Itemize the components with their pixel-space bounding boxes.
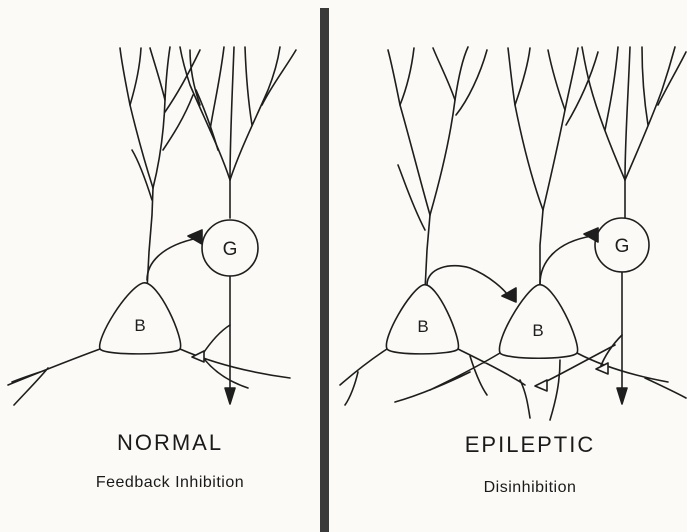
b-to-g-axon-collateral <box>147 238 198 280</box>
b1-to-b2-axon-collateral <box>427 266 510 298</box>
inhibitory-synapse-right-2 <box>535 380 547 391</box>
label-g-right: G <box>615 236 630 257</box>
axon-arrowhead-right <box>617 388 627 404</box>
epileptic-panel-drawing <box>340 47 686 420</box>
panel-divider <box>320 8 329 532</box>
axon-arrowhead <box>225 388 235 404</box>
normal-title: NORMAL <box>110 430 230 456</box>
pyramidal-b2-dendrites <box>508 48 598 285</box>
excitatory-synapse-triangle <box>188 230 202 244</box>
interneuron-g-dendrites-right <box>582 47 686 218</box>
normal-subtitle: Feedback Inhibition <box>60 474 280 492</box>
g-to-b-inhibitory-collateral <box>202 325 230 355</box>
label-b1-right: B <box>417 317 428 336</box>
pyramidal-b-basal-dendrites <box>8 349 290 405</box>
basal-dendrites-right <box>340 349 686 420</box>
normal-panel-drawing <box>8 47 296 405</box>
inhibitory-synapse-triangle <box>192 351 204 362</box>
epileptic-title: EPILEPTIC <box>440 432 620 458</box>
label-b-left: B <box>134 316 145 335</box>
b2-to-g-axon-collateral <box>540 236 592 284</box>
label-b2-right: B <box>532 321 543 340</box>
epileptic-subtitle: Disinhibition <box>440 479 620 497</box>
excitatory-synapse-g-right <box>584 228 598 242</box>
pyramidal-b1-dendrites <box>388 47 487 290</box>
label-g-left: G <box>223 239 238 260</box>
interneuron-g-dendrites <box>180 47 296 218</box>
